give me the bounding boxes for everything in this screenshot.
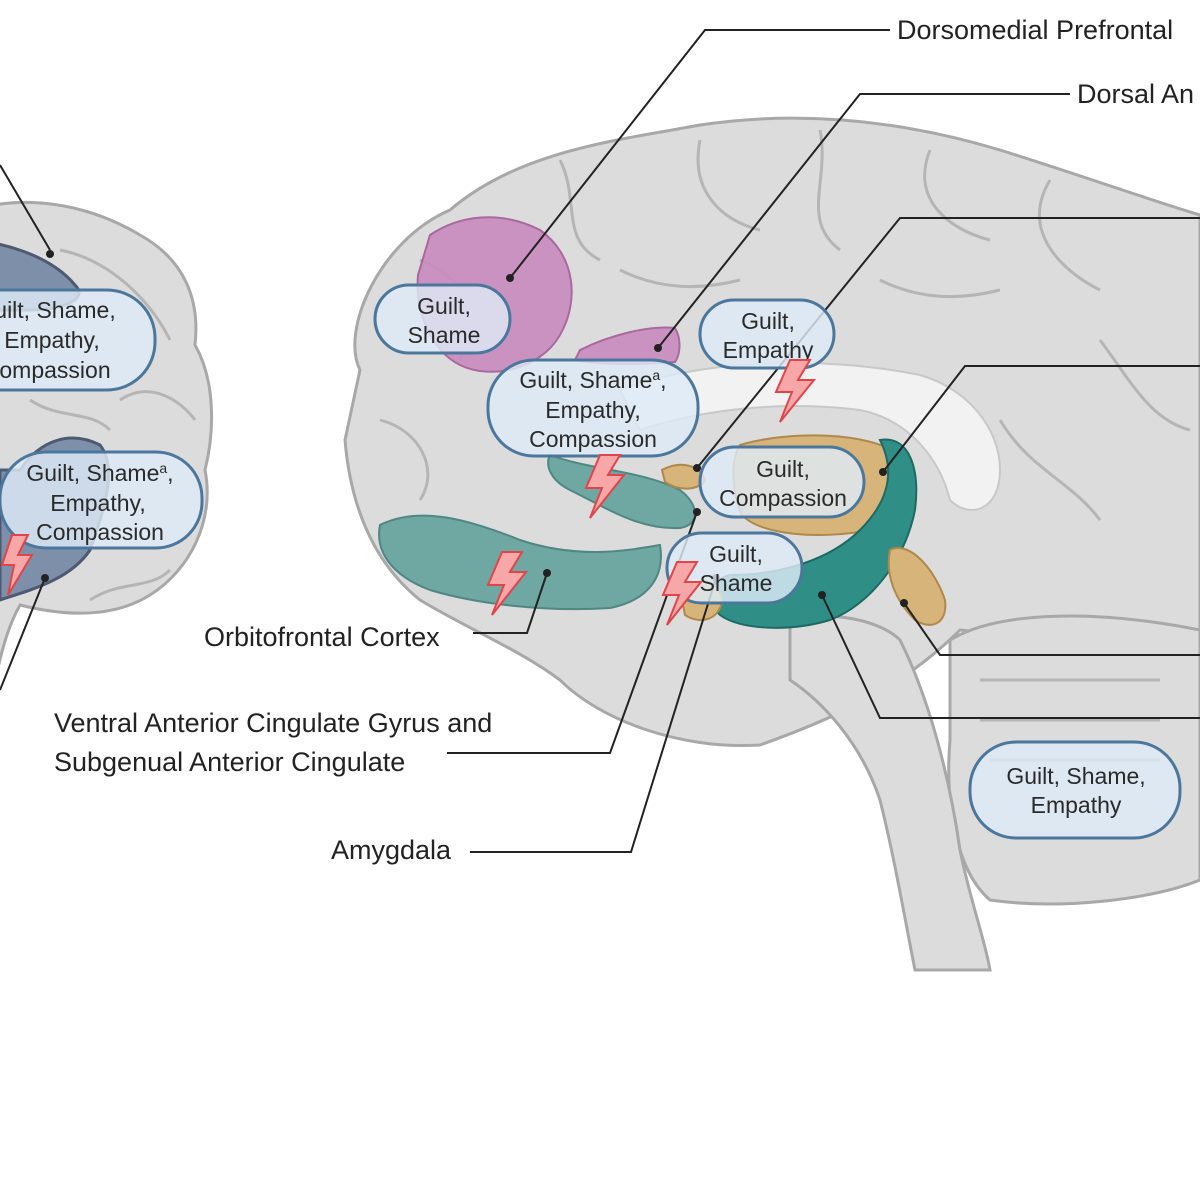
lightning-icons <box>486 359 817 626</box>
label-dorsal-anterior-cingulate: Dorsal An <box>1077 79 1194 109</box>
bubble-cerebellum: Guilt, Shame, Empathy <box>968 740 1182 840</box>
svg-text:Guilt, Shamea,: Guilt, Shamea, <box>519 367 666 393</box>
svg-text:Empathy,: Empathy, <box>50 490 145 516</box>
svg-text:Guilt,: Guilt, <box>709 541 763 567</box>
lightning-icon <box>774 359 817 423</box>
lightning-icon <box>661 561 704 626</box>
svg-text:Compassion: Compassion <box>529 426 657 452</box>
lightning-icon <box>0 534 34 596</box>
lightning-icon <box>486 551 529 616</box>
svg-text:Guilt,: Guilt, <box>417 293 471 319</box>
left-top-bubble: uilt, Shame, Empathy, ompassion <box>0 288 157 392</box>
svg-text:Empathy: Empathy <box>1031 792 1122 818</box>
bubble-caudate: Guilt, Compassion <box>698 445 866 519</box>
svg-text:Guilt,: Guilt, <box>756 456 810 482</box>
ventral-anterior-cingulate-region <box>547 453 696 530</box>
svg-text:Empathy,: Empathy, <box>545 397 640 423</box>
svg-text:Empathy: Empathy <box>723 337 814 363</box>
svg-text:uilt, Shame,: uilt, Shame, <box>0 297 116 323</box>
svg-text:ompassion: ompassion <box>0 357 111 383</box>
label-orbitofrontal-cortex: Orbitofrontal Cortex <box>204 622 440 652</box>
label-dorsomedial-prefrontal: Dorsomedial Prefrontal <box>897 15 1173 45</box>
orbitofrontal-cortex-region <box>378 514 662 611</box>
label-ventral-anterior-cingulate-line2: Subgenual Anterior Cingulate <box>54 747 405 777</box>
lightning-icon <box>584 454 627 519</box>
leader-lines <box>447 29 1200 853</box>
bubble-amygdala: Guilt, Shame <box>665 531 804 605</box>
svg-text:Guilt,: Guilt, <box>741 308 795 334</box>
bubble-dmpfc: Guilt, Shame <box>373 283 512 355</box>
left-bottom-bubble: Guilt, Shamea, Empathy, Compassion <box>0 450 204 550</box>
svg-text:Guilt, Shame,: Guilt, Shame, <box>1006 763 1145 789</box>
left-brain-lateral-view: uilt, Shame, Empathy, ompassion Guilt, S… <box>0 164 214 691</box>
label-amygdala: Amygdala <box>331 835 452 865</box>
svg-text:Shame: Shame <box>408 322 481 348</box>
brainstem <box>788 614 992 972</box>
label-ventral-anterior-cingulate-line1: Ventral Anterior Cingulate Gyrus and <box>54 708 492 738</box>
svg-text:Shame: Shame <box>700 570 773 596</box>
bubble-vacc: Guilt, Shamea, Empathy, Compassion <box>486 358 700 458</box>
svg-text:Compassion: Compassion <box>719 485 847 511</box>
bubble-dacc: Guilt, Empathy <box>698 298 836 370</box>
svg-text:Compassion: Compassion <box>36 519 164 545</box>
svg-text:Empathy,: Empathy, <box>4 327 99 353</box>
svg-text:Guilt, Shamea,: Guilt, Shamea, <box>26 460 173 486</box>
